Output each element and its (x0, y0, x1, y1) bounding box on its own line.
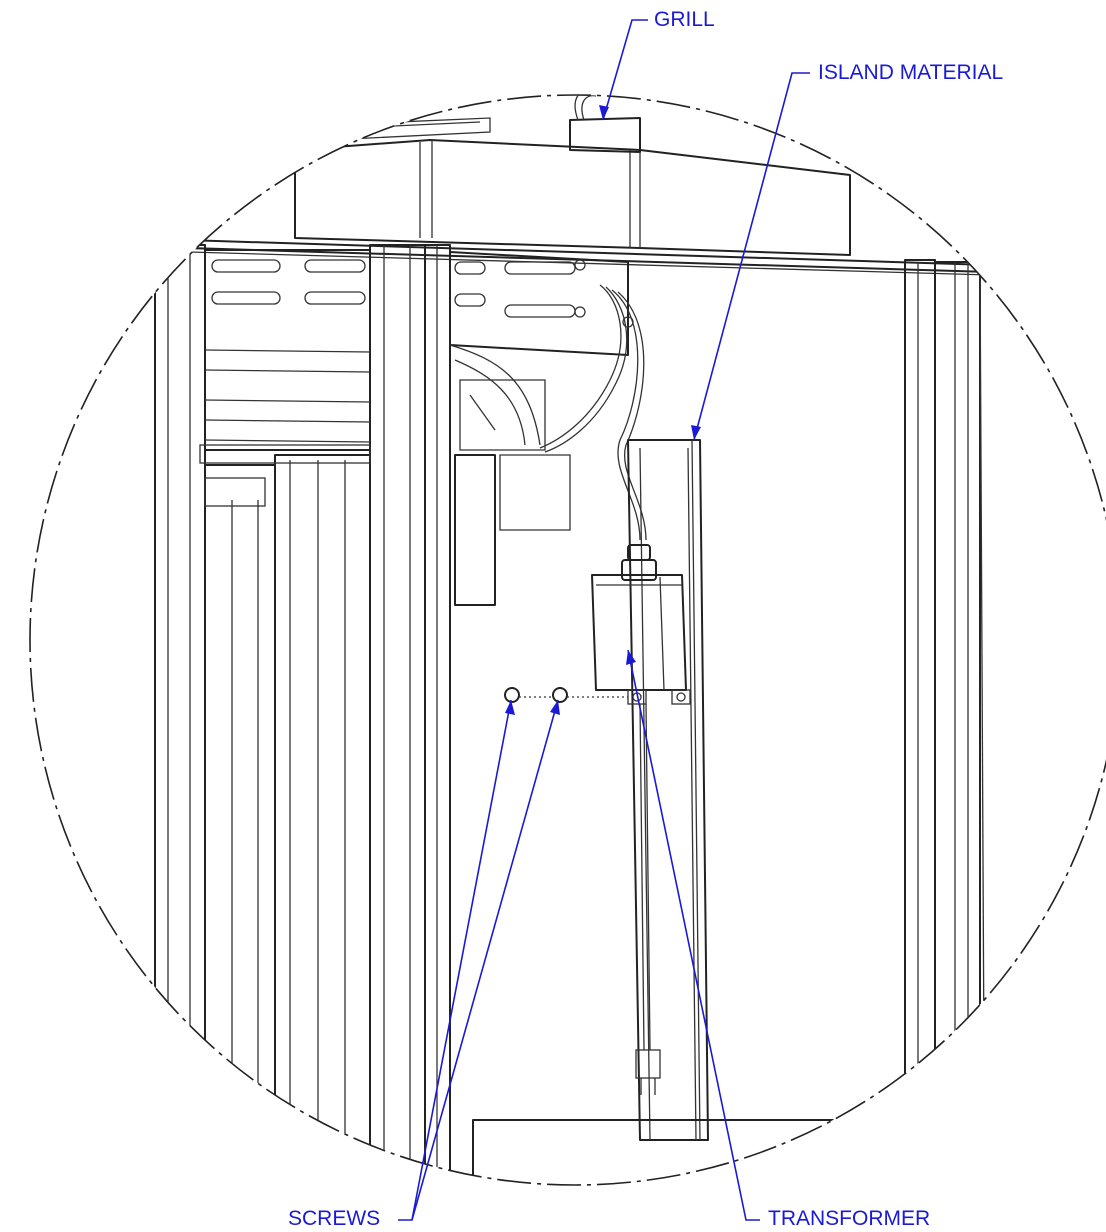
transformer-unit (591, 544, 691, 1095)
arrowhead-grill (599, 105, 609, 120)
grill-firebox (199, 249, 629, 606)
callout-label-screws: SCREWS (288, 1207, 381, 1230)
arrowhead-island-material (691, 425, 701, 440)
callout-label-transformer: TRANSFORMER (768, 1207, 931, 1230)
assembly-linework (119, 95, 991, 1185)
leader-screw-2 (411, 699, 559, 1221)
arrowhead-screw-2 (550, 700, 560, 715)
callout-label-island-material: ISLAND MATERIAL (818, 61, 1004, 84)
leader-screw-1 (398, 699, 512, 1221)
detail-circle-boundary (29, 94, 1106, 1186)
leader-grill (602, 19, 648, 121)
leader-transformer (627, 649, 760, 1221)
grill-body (294, 95, 851, 256)
screw-pair (504, 687, 628, 703)
wire-harness (539, 284, 647, 541)
right-frame-studs (904, 259, 986, 1185)
callout-leaders (398, 19, 810, 1221)
callout-label-grill: GRILL (654, 8, 715, 31)
leader-island-material (693, 72, 810, 441)
left-frame-studs (154, 244, 451, 1185)
island-material-panel (472, 439, 834, 1185)
island-top-rail (119, 237, 991, 276)
arrowhead-transformer (626, 650, 636, 665)
arrowhead-screw-1 (505, 700, 515, 715)
